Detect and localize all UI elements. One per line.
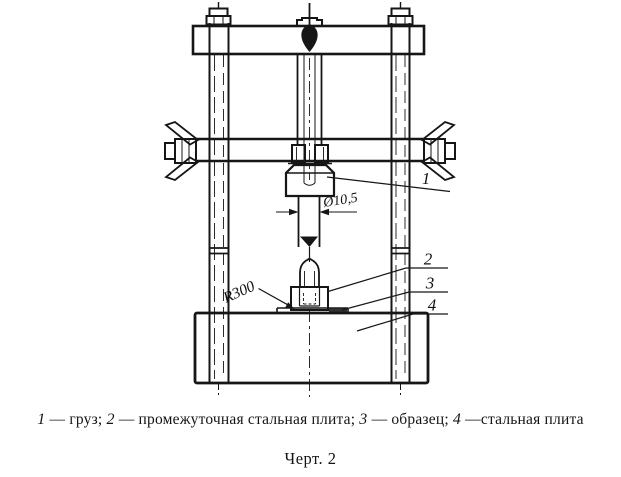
leader-3 [341, 291, 448, 311]
leader-4 [356, 313, 448, 332]
striker-head [299, 257, 320, 288]
legend-text-1: — груз; [45, 411, 107, 428]
right-column [390, 23, 411, 395]
guide-tube [296, 54, 323, 186]
weight-guide-bracket [288, 144, 332, 165]
leader-lines [326, 176, 451, 332]
dimension-diameter: Ø10,5 [276, 191, 359, 216]
part-label-2: 2 [424, 250, 433, 269]
shaft-tip [300, 236, 318, 247]
rod-lower-end [303, 182, 316, 186]
left-column-nut [205, 2, 232, 26]
figure-number: Черт. 2 [284, 449, 337, 468]
leader-1 [326, 176, 451, 193]
right-column-nut [387, 2, 414, 26]
left-column [208, 23, 230, 395]
figure-caption-legend: 1 — груз; 2 — промежуточная стальная пли… [0, 411, 621, 429]
part-label-3: 3 [425, 274, 435, 293]
legend-num-2: 2 [106, 411, 115, 428]
right-wing-nut [420, 120, 456, 182]
part-labels: 1 2 3 4 [422, 169, 437, 315]
part-label-1: 1 [422, 169, 431, 188]
leader-2 [327, 267, 448, 293]
legend-num-1: 1 [37, 411, 46, 428]
top-crossbeam [191, 3, 426, 56]
legend-text-3: — образец; [367, 411, 453, 428]
drop-weight-block [284, 163, 336, 198]
part-label-4: 4 [428, 296, 437, 315]
left-wing-nut [164, 120, 200, 182]
legend-text-2: — промежуточная стальная плита; [114, 411, 360, 428]
base-steel-plate [193, 310, 430, 397]
radius-dim-text: R300 [220, 278, 258, 307]
legend-num-4: 4 [452, 411, 462, 428]
striker-shaft [297, 196, 321, 262]
legend-text-4: —стальная плита [461, 411, 584, 428]
intermediate-plate [290, 286, 329, 311]
radius-annotation: R300 [220, 278, 295, 309]
legend-num-3: 3 [359, 411, 368, 428]
release-hook-eye [301, 24, 318, 52]
diameter-dim-text: Ø10,5 [321, 191, 359, 211]
middle-crossbar [195, 137, 425, 163]
